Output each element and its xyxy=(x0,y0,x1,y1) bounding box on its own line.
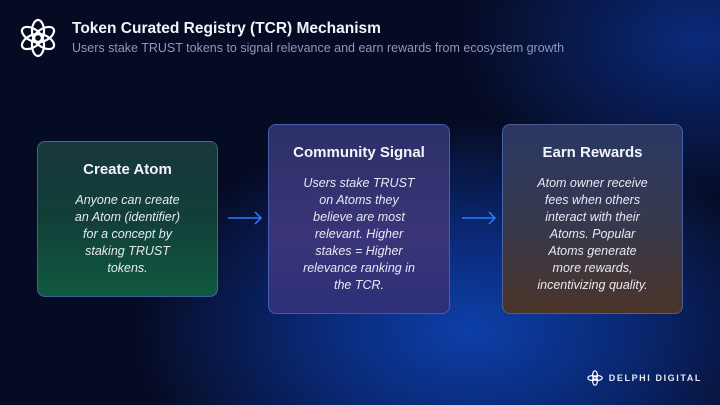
delphi-logo-icon xyxy=(586,370,603,386)
card-text: Anyone can create xyxy=(75,193,180,207)
card-text: stakes = Higher xyxy=(315,244,403,258)
card-text: an Atom (identifier) xyxy=(74,210,181,224)
card-title: Create Atom xyxy=(83,161,172,178)
card-text: for a concept by xyxy=(83,227,172,241)
brand-name: DELPHI DIGITAL xyxy=(608,373,702,383)
card-text: incentivizing quality. xyxy=(537,278,648,292)
arrow-right-icon xyxy=(228,211,263,225)
card-title: Earn Rewards xyxy=(542,144,643,161)
card-text: Atom owner receive xyxy=(537,176,648,190)
page-title: Token Curated Registry (TCR) Mechanism xyxy=(72,20,381,37)
card-text: relevant. Higher xyxy=(314,227,404,241)
card-text: tokens. xyxy=(107,261,148,275)
card-title: Community Signal xyxy=(293,144,425,161)
card-text: interact with their xyxy=(545,210,640,224)
card-text: the TCR. xyxy=(333,278,384,292)
card-text: Atoms. Popular xyxy=(549,227,636,241)
card-text: relevance ranking in xyxy=(303,261,415,275)
card-text: Users stake TRUST xyxy=(303,176,415,190)
card-community-signal: Community Signal Users stake TRUST on At… xyxy=(268,124,450,314)
card-text: fees when others xyxy=(544,193,641,207)
card-text: believe are most xyxy=(313,210,405,224)
brand-logo: DELPHI DIGITAL xyxy=(586,370,702,386)
page-subtitle: Users stake TRUST tokens to signal relev… xyxy=(72,41,565,55)
arrow-right-icon xyxy=(462,211,497,225)
card-earn-rewards: Earn Rewards Atom owner receive fees whe… xyxy=(502,124,683,314)
logo-icon xyxy=(20,18,56,58)
card-create-atom: Create Atom Anyone can create an Atom (i… xyxy=(37,141,218,297)
card-text: Atoms generate xyxy=(548,244,637,258)
card-text: on Atoms they xyxy=(319,193,399,207)
card-text: more rewards, xyxy=(552,261,633,275)
card-text: staking TRUST xyxy=(85,244,170,258)
